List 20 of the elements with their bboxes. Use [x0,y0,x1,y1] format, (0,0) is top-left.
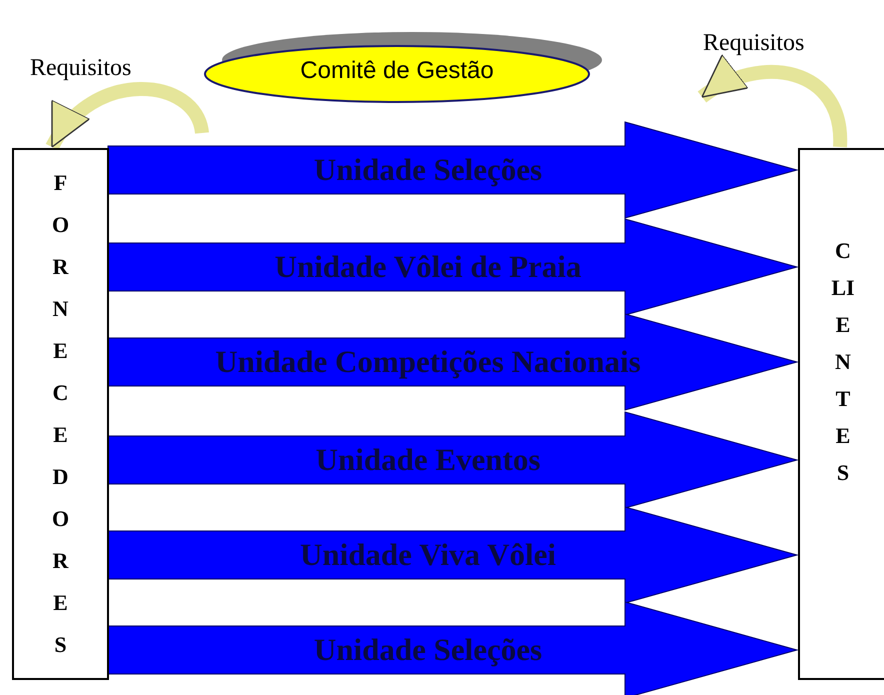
block-arrow [108,313,799,411]
edge-label: Requisitos [703,30,804,57]
block-arrow [108,218,799,316]
edge-label: Unidade Viva Vôlei [298,537,558,573]
block-arrow [108,411,799,509]
suppliers-box [12,148,109,680]
edge-label: Unidade Competições Nacionais [214,344,642,380]
edge-label: Requisitos [30,55,132,82]
block-arrow [108,506,799,604]
edge-label: Unidade Eventos [314,442,542,478]
vertical-label: CLIENTES [831,237,855,487]
vertical-label: FORNECEDORES [50,169,70,659]
edge-label: Unidade Seleções [312,632,544,668]
curved-arrow [46,82,209,151]
clients-box [798,148,884,680]
edge-label: Unidade Seleções [312,152,544,188]
block-arrow [108,121,799,219]
edge-label: Unidade Vôlei de Praia [274,249,582,285]
committee-label: Comitê de Gestão [299,57,495,85]
block-arrow [108,601,799,695]
